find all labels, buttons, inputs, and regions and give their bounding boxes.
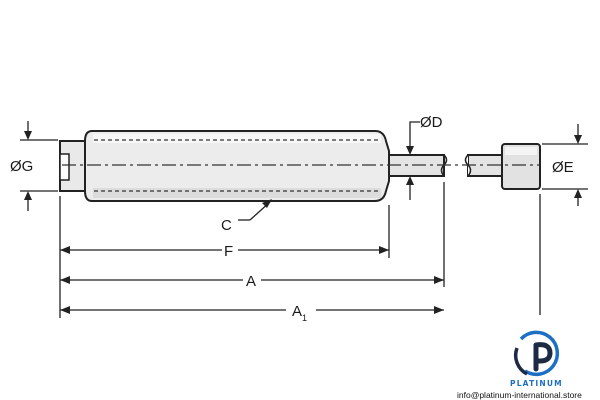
dimension-label-c: C [221,217,232,234]
threaded-body [84,130,390,202]
logo-website: info@platinum-international.store [457,390,582,400]
end-cap-slot [59,153,70,181]
dimension-label-g: ØG [10,158,33,175]
dimension-e: ØE [542,124,588,206]
dimension-g: ØG [10,121,58,211]
dimension-f: F [60,243,389,260]
dimension-label-a: A [246,273,256,290]
platinum-logo: PLATINUM info@platinum-international.sto… [457,330,582,400]
dimension-label-d: ØD [420,114,443,131]
dimension-label-a1-main: A [292,303,302,320]
stop-collar [501,143,541,190]
dimension-d: ØD [406,114,443,200]
dimension-a1: A1 [60,303,444,323]
dimension-label-a1-sub: 1 [302,313,307,323]
absorber-body [59,130,390,202]
logo-brand-name: PLATINUM [510,379,563,388]
logo-p-icon [533,342,553,372]
dimension-label-a1: A1 [292,303,307,323]
extension-lines [59,182,541,318]
dimension-label-e: ØE [552,159,574,176]
dimension-c: C [221,199,272,234]
logo-ring-icon [519,330,560,377]
dimension-label-f: F [224,243,233,260]
dimension-a: A [60,273,444,290]
